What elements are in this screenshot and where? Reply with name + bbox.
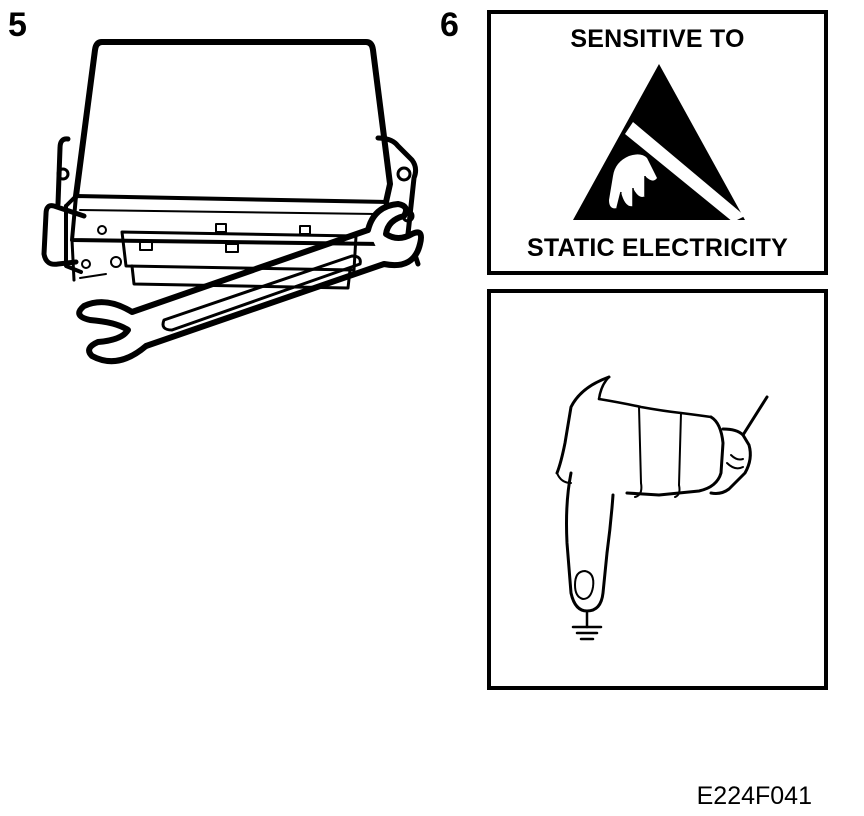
esd-warning-panel: SENSITIVE TO STATIC ELECTRICITY xyxy=(487,10,828,275)
ground-symbol-icon xyxy=(571,611,603,641)
figure-code: E224F041 xyxy=(696,782,812,810)
pointing-hand-icon xyxy=(555,375,769,641)
esd-warning-triangle-hand-icon xyxy=(573,64,745,222)
step-number-6: 6 xyxy=(440,6,459,44)
sensitive-to-label: SENSITIVE TO xyxy=(570,25,745,53)
control-unit-with-wrench-illustration xyxy=(41,39,424,365)
step-number-5: 5 xyxy=(8,6,27,44)
grounding-hand-panel xyxy=(487,289,828,690)
static-electricity-label: STATIC ELECTRICITY xyxy=(527,234,788,262)
